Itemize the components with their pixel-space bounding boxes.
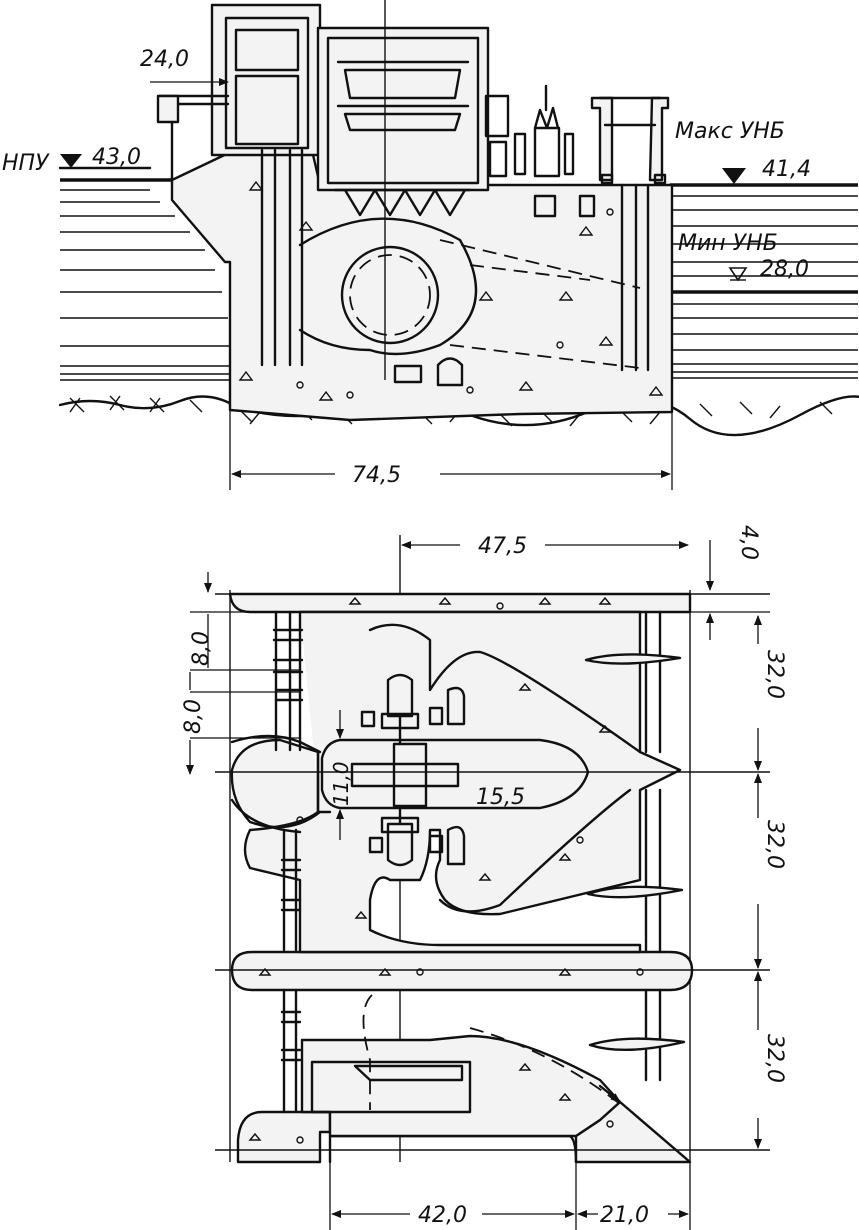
max-tailwater-level: 41,4 (762, 157, 811, 182)
dim-47-5: 47,5 (401, 534, 689, 559)
length-value: 74,5 (352, 463, 401, 488)
middle-pier (230, 950, 694, 992)
transformer-equipment (484, 84, 596, 218)
cross-section: НПУ 43,0 24,0 Макс УНБ 41,4 Мин УНБ 28,0… (2, 0, 859, 490)
concrete-marks (238, 180, 664, 401)
dim-32-0-a-value: 32,0 (762, 650, 787, 699)
generator-rotor (350, 762, 460, 788)
dim-32-0-middle: 32,0 (754, 773, 787, 969)
lower-gallery (310, 1060, 472, 1114)
dim-4-0-value: 4,0 (736, 525, 761, 560)
max-tailwater-label: Макс УНБ (675, 119, 785, 144)
dim-32-0-upper: 32,0 (754, 615, 787, 771)
lower-unit (300, 994, 622, 1138)
triangle-down-icon (60, 154, 82, 168)
min-tailwater-level: 28,0 (760, 257, 809, 282)
runner-chamber (320, 738, 590, 810)
gallery-2 (436, 357, 464, 387)
npu-label: НПУ (2, 151, 50, 176)
tailwater (670, 183, 858, 365)
npu-level: 43,0 (92, 145, 141, 170)
top-width-dim: 24,0 (140, 47, 229, 86)
triangle-down-icon (722, 168, 746, 184)
dim-42-0: 42,0 (329, 1162, 691, 1230)
dim-4-0: 4,0 (690, 525, 770, 640)
plan-view: 47,5 4,0 32,0 32,0 32,0 8,0 (181, 525, 787, 1230)
dim-21-0: 21,0 (577, 1203, 689, 1228)
plan-concrete-marks (248, 596, 644, 1144)
gallery-1 (393, 364, 423, 384)
intake-block (156, 3, 322, 367)
dim-8-0-b-value: 8,0 (181, 699, 206, 734)
tailrace-piers (584, 610, 686, 1082)
draft-tube-contour (439, 239, 641, 369)
tailrace-gate-crane (590, 96, 670, 372)
dim-42-0-value: 42,0 (418, 1203, 467, 1228)
spiral-casing (298, 217, 478, 356)
dim-21-0-value: 21,0 (600, 1203, 649, 1228)
max-tailwater-mark: Макс УНБ 41,4 (675, 119, 811, 184)
top-pier (228, 592, 692, 614)
top-width-value: 24,0 (140, 47, 189, 72)
triangle-down-icon (728, 267, 748, 282)
dim-32-0-lower: 32,0 (754, 971, 787, 1149)
dim-11-0: 11,0 (329, 710, 353, 840)
spiral-casing-plan (230, 610, 682, 954)
npu-level-mark: НПУ 43,0 (2, 145, 152, 176)
dim-11-0-value: 11,0 (329, 761, 353, 806)
dim-15-5-value: 15,5 (476, 785, 525, 810)
min-tailwater-label: Мин УНБ (678, 231, 778, 256)
dim-32-0-b-value: 32,0 (762, 820, 787, 869)
machine-hall (316, 26, 490, 217)
length-dim: 74,5 (229, 410, 673, 490)
dim-47-5-value: 47,5 (478, 534, 527, 559)
min-tailwater-mark: Мин УНБ 28,0 (678, 231, 809, 282)
dim-8-0-pair: 8,0 8,0 (181, 572, 300, 775)
dim-8-0-a-value: 8,0 (189, 631, 214, 666)
intake-gates (272, 610, 304, 1114)
dim-32-0-c-value: 32,0 (762, 1034, 787, 1083)
headwater (60, 178, 230, 367)
